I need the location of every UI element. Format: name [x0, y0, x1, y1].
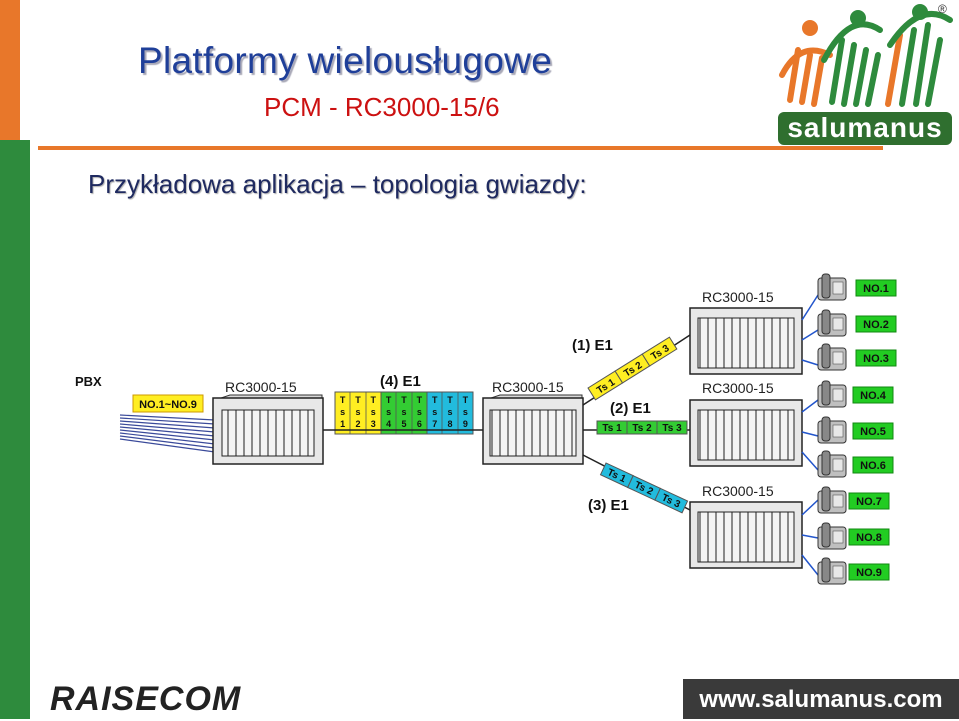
- telephone-icon: [817, 557, 847, 585]
- timeslot-5-number: 5: [401, 419, 406, 429]
- phone-label: NO.5: [860, 426, 886, 438]
- timeslot-6-number: 6: [417, 419, 422, 429]
- telephone-icon: [817, 450, 847, 478]
- timeslot-7-number: 7: [432, 419, 437, 429]
- timeslot-4-number: 4: [386, 419, 391, 429]
- phone-label-box: [855, 279, 897, 297]
- branch-2-slot-2: Ts 2: [632, 423, 652, 434]
- timeslot-4-s: s: [386, 407, 391, 417]
- website-link[interactable]: www.salumanus.com: [683, 679, 959, 719]
- timeslot-5-s: s: [401, 407, 406, 417]
- rc3000-device-e: RC3000-15: [689, 483, 803, 569]
- timeslot-1-number: 1: [340, 419, 345, 429]
- timeslot-5-t: T: [401, 395, 407, 405]
- pbx-lines: [119, 414, 216, 453]
- timeslot-2-number: 2: [355, 419, 360, 429]
- timeslot-3-s: s: [371, 407, 376, 417]
- slide-title: Platformy wielousługowe: [138, 40, 553, 81]
- phone-label-box: [848, 563, 890, 581]
- device-e-label: RC3000-15: [702, 483, 774, 499]
- device-a-label: RC3000-15: [225, 379, 297, 395]
- link-main-label: (4) E1: [380, 373, 421, 390]
- rc3000-device-d: RC3000-15: [689, 380, 803, 467]
- salumanus-logo-icon: [779, 4, 953, 107]
- link-3-label: (3) E1: [588, 497, 629, 514]
- timeslot-7-t: T: [432, 395, 438, 405]
- phone-lines: [801, 294, 819, 576]
- device-c-label: RC3000-15: [702, 289, 774, 305]
- timeslot-1-t: T: [340, 395, 346, 405]
- phone-label: NO.6: [860, 460, 886, 472]
- telephone-icon: [817, 380, 847, 408]
- phone-label-box: [855, 315, 897, 333]
- timeslot-8-t: T: [447, 395, 453, 405]
- phone-label: NO.3: [863, 353, 889, 365]
- phone-label: NO.2: [863, 319, 889, 331]
- phone-label-box: [852, 386, 894, 404]
- timeslot-4-t: T: [386, 395, 392, 405]
- timeslot-1-s: s: [340, 407, 345, 417]
- timeslot-3-number: 3: [371, 419, 376, 429]
- phone-label-box: [855, 349, 897, 367]
- phone-label-box: [848, 528, 890, 546]
- phone-label: NO.9: [856, 567, 882, 579]
- telephone-icon: [817, 309, 847, 337]
- phone-label: NO.1: [863, 283, 889, 295]
- timeslot-9-t: T: [463, 395, 469, 405]
- rc3000-device-a: RC3000-15: [212, 379, 324, 465]
- timeslot-9-number: 9: [463, 419, 468, 429]
- pbx-range-box: [132, 394, 204, 413]
- phone-label-box: [852, 422, 894, 440]
- timeslot-8-s: s: [448, 407, 453, 417]
- registered-mark: ®: [938, 2, 947, 16]
- device-d-label: RC3000-15: [702, 380, 774, 396]
- slide-heading: Przykładowa aplikacja – topologia gwiazd…: [88, 169, 587, 199]
- timeslot-9-s: s: [463, 407, 468, 417]
- left-accent-green: [0, 140, 30, 719]
- timeslot-6-s: s: [417, 407, 422, 417]
- timeslot-7-s: s: [432, 407, 437, 417]
- timeslot-2-t: T: [355, 395, 361, 405]
- device-b-label: RC3000-15: [492, 379, 564, 395]
- pbx-range-label: NO.1~NO.9: [139, 399, 197, 411]
- telephone-icon: [817, 486, 847, 514]
- telephone-icon: [817, 416, 847, 444]
- phone-label-box: [848, 492, 890, 510]
- phone-label: NO.7: [856, 496, 882, 508]
- telephone-icon: [817, 343, 847, 371]
- telephone-icon: [817, 522, 847, 550]
- left-accent-orange: [0, 0, 20, 140]
- branch-2-slots: Ts 1 Ts 2 Ts 3: [596, 420, 688, 435]
- timeslot-2-s: s: [355, 407, 360, 417]
- timeslot-3-t: T: [371, 395, 377, 405]
- rc3000-device-c: RC3000-15: [689, 289, 803, 375]
- phone-label: NO.4: [860, 390, 887, 402]
- raisecom-logo: RAISECOM: [50, 680, 242, 718]
- branch-2-slot-1: Ts 1: [602, 423, 622, 434]
- salumanus-logo-text: salumanus: [778, 112, 952, 145]
- telephone-icon: [817, 273, 847, 301]
- slide-subtitle: PCM - RC3000-15/6: [264, 92, 500, 122]
- rc3000-device-b: RC3000-15: [482, 379, 584, 465]
- timeslot-8-number: 8: [448, 419, 453, 429]
- link-1-label: (1) E1: [572, 337, 613, 354]
- phone-label: NO.8: [856, 532, 882, 544]
- branch-2-slot-3: Ts 3: [662, 423, 682, 434]
- title-divider: [38, 146, 883, 150]
- branch-1-slots: Ts 1 Ts 2 Ts 3: [587, 336, 678, 401]
- timeslot-6-t: T: [417, 395, 423, 405]
- phone-label-box: [852, 456, 894, 474]
- pbx-label: PBX: [75, 374, 102, 389]
- link-2-label: (2) E1: [610, 400, 651, 417]
